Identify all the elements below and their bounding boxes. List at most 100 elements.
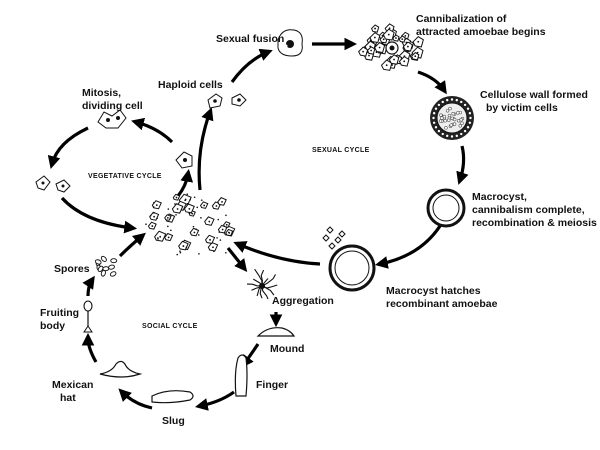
arrow-vegetative-to-mitosis [131, 117, 174, 144]
cannibalization-cluster [358, 23, 424, 71]
amoeba-speck [217, 218, 220, 221]
spore [109, 271, 117, 277]
amoeba-speck [219, 239, 222, 241]
label-slug: Slug [162, 415, 185, 427]
cluster-cell [366, 46, 376, 55]
amoeba-speck [176, 253, 179, 256]
arrow-slug-to-mexican-hat [118, 388, 153, 410]
sexual-cycle-title: SEXUAL CYCLE [312, 147, 370, 154]
label-haploid-cells: Haploid cells [158, 79, 223, 91]
label-sexual-fusion: Sexual fusion [216, 33, 284, 45]
amoeba-speck [200, 199, 203, 201]
amoeba-speck [167, 225, 169, 228]
amoeba-speck [179, 250, 181, 252]
label-macrocyst-line1: Macrocyst, [472, 191, 527, 203]
label-macrocyst-line3: recombination & meiosis [472, 217, 597, 229]
amoeba-speck [175, 214, 177, 216]
spore [108, 264, 115, 270]
amoeba [171, 203, 184, 214]
cluster-cell [411, 51, 420, 61]
arrow-finger-to-slug [194, 390, 235, 411]
amoeba-speck [170, 215, 172, 217]
label-mexican-line2: hat [60, 392, 76, 404]
central-giant-cell [385, 41, 399, 55]
amoeba-speck [197, 234, 200, 236]
label-cannibalization-line1: Cannibalization of [416, 13, 507, 25]
amoeba-speck [189, 198, 192, 201]
aggregation-center [259, 283, 265, 289]
amoeba-speck [192, 225, 195, 228]
amoeba-speck [195, 228, 197, 230]
amoeba [164, 214, 172, 221]
cluster-cell [380, 59, 393, 71]
arrow-fruiting-body-to-spores [82, 275, 95, 297]
amoeba [217, 197, 227, 206]
finger [234, 354, 248, 397]
sexual-fusion-cell [277, 29, 303, 57]
cluster-cell [374, 41, 386, 54]
label-spores: Spores [54, 263, 90, 275]
mound [256, 327, 296, 337]
cluster-cell [392, 34, 400, 42]
amoeba [204, 234, 216, 244]
cluster-cell [370, 24, 380, 33]
spores [94, 255, 118, 277]
amoeba-speck [228, 231, 230, 234]
amoeba [147, 221, 157, 230]
hatching-amoeba [326, 226, 334, 234]
label-mitosis-line1: Mitosis, [82, 87, 121, 99]
spore [97, 265, 104, 273]
amoeba [207, 241, 219, 252]
arrow-amoebae-to-haploid [197, 107, 214, 191]
amoeba-speck [185, 246, 188, 249]
amoeba-speck [184, 198, 187, 201]
arrow-amoebae-to-vegetative [176, 168, 194, 197]
label-hatches-line1: Macrocyst hatches [386, 285, 481, 297]
cellulose-wall-cyst [430, 96, 474, 140]
amoeba-speck [216, 237, 218, 239]
cluster-cell [358, 46, 369, 57]
cluster-cell [369, 32, 381, 44]
label-finger: Finger [256, 379, 288, 391]
amoeba [199, 201, 209, 209]
amoeba-speck [174, 203, 176, 205]
arrow-haploid-to-fusion [230, 48, 273, 83]
cluster-cell [412, 36, 424, 48]
arrow-cells-to-amoebae [60, 196, 138, 234]
amoeba-speck [218, 231, 221, 233]
amoeba-speck [225, 214, 227, 217]
arrow-amoebae-to-aggregation [226, 247, 248, 272]
label-aggregation: Aggregation [272, 295, 334, 307]
amoeba-speck [231, 230, 234, 233]
amoeba-speck [188, 212, 191, 214]
label-macrocyst-line2: cannibalism complete, [472, 204, 585, 216]
hatching-amoeba [338, 230, 346, 238]
amoeba [149, 211, 160, 221]
arrow-wall-to-macrocyst [456, 145, 469, 185]
amoeba [189, 227, 200, 237]
amoeba-speck [149, 215, 152, 217]
aggregation-stream [247, 268, 278, 300]
amoeba-speck [153, 201, 155, 204]
amoeba-speck [186, 193, 189, 196]
hatching-amoeba [322, 234, 330, 242]
label-fruiting-line1: Fruiting [40, 307, 79, 319]
arrow-mitosis-to-cells [47, 126, 89, 169]
amoeba-speck [145, 223, 147, 226]
amoeba-speck [156, 217, 158, 219]
label-cellulose-line1: Cellulose wall formed [480, 89, 588, 101]
amoeba-speck [179, 251, 182, 254]
amoeba-speck [198, 253, 200, 255]
label-cannibalization-line2: attracted amoebae begins [416, 26, 546, 38]
amoeba-speck [167, 208, 170, 210]
amoeba [164, 232, 174, 242]
arrow-macrocyst-to-hatching [374, 225, 442, 269]
label-fruiting-line2: body [40, 320, 65, 332]
label-mitosis-line2: dividing cell [82, 100, 143, 112]
label-mound: Mound [270, 343, 304, 355]
arrow-spores-to-amoebae [118, 232, 146, 258]
cluster-cell [388, 54, 400, 65]
amoeba-speck [157, 237, 159, 239]
vegetative-cycle-title: VEGETATIVE CYCLE [88, 173, 162, 180]
